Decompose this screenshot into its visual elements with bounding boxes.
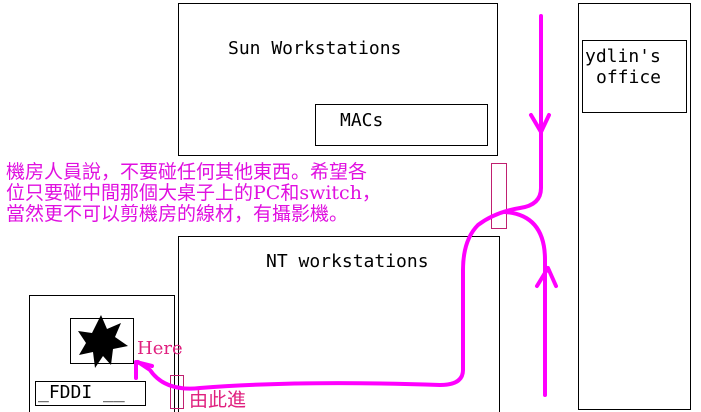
door-right xyxy=(491,163,507,229)
fddi-box xyxy=(35,381,146,406)
macs-label: MACs xyxy=(340,110,384,131)
here-label: Here xyxy=(137,338,183,359)
office-desk xyxy=(582,40,687,113)
sun-room xyxy=(178,3,498,156)
fddi-room xyxy=(29,295,175,412)
fddi-label: _FDDI __ xyxy=(38,382,125,403)
notice-line-2: 位只要碰中間那個大桌子上的PC和switch， xyxy=(6,182,381,204)
star-icon xyxy=(78,315,128,368)
macs-table xyxy=(315,104,488,146)
entrance-label: 由此進 xyxy=(189,389,247,411)
nt-room-label: NT workstations xyxy=(266,251,429,272)
route-path xyxy=(134,14,558,397)
office-label-2: office xyxy=(596,67,662,88)
door-left xyxy=(170,375,184,409)
sun-room-label: Sun Workstations xyxy=(228,38,402,59)
office-room xyxy=(578,3,691,410)
office-label-1: ydlin's xyxy=(585,46,661,67)
notice-line-3: 當然更不可以剪機房的線材，有攝影機。 xyxy=(6,203,349,225)
notice-text: 機房人員說，不要碰任何其他東西。希望各 位只要碰中間那個大桌子上的PC和swit… xyxy=(6,162,381,225)
notice-line-1: 機房人員說，不要碰任何其他東西。希望各 xyxy=(6,161,368,183)
nt-room xyxy=(178,236,500,412)
